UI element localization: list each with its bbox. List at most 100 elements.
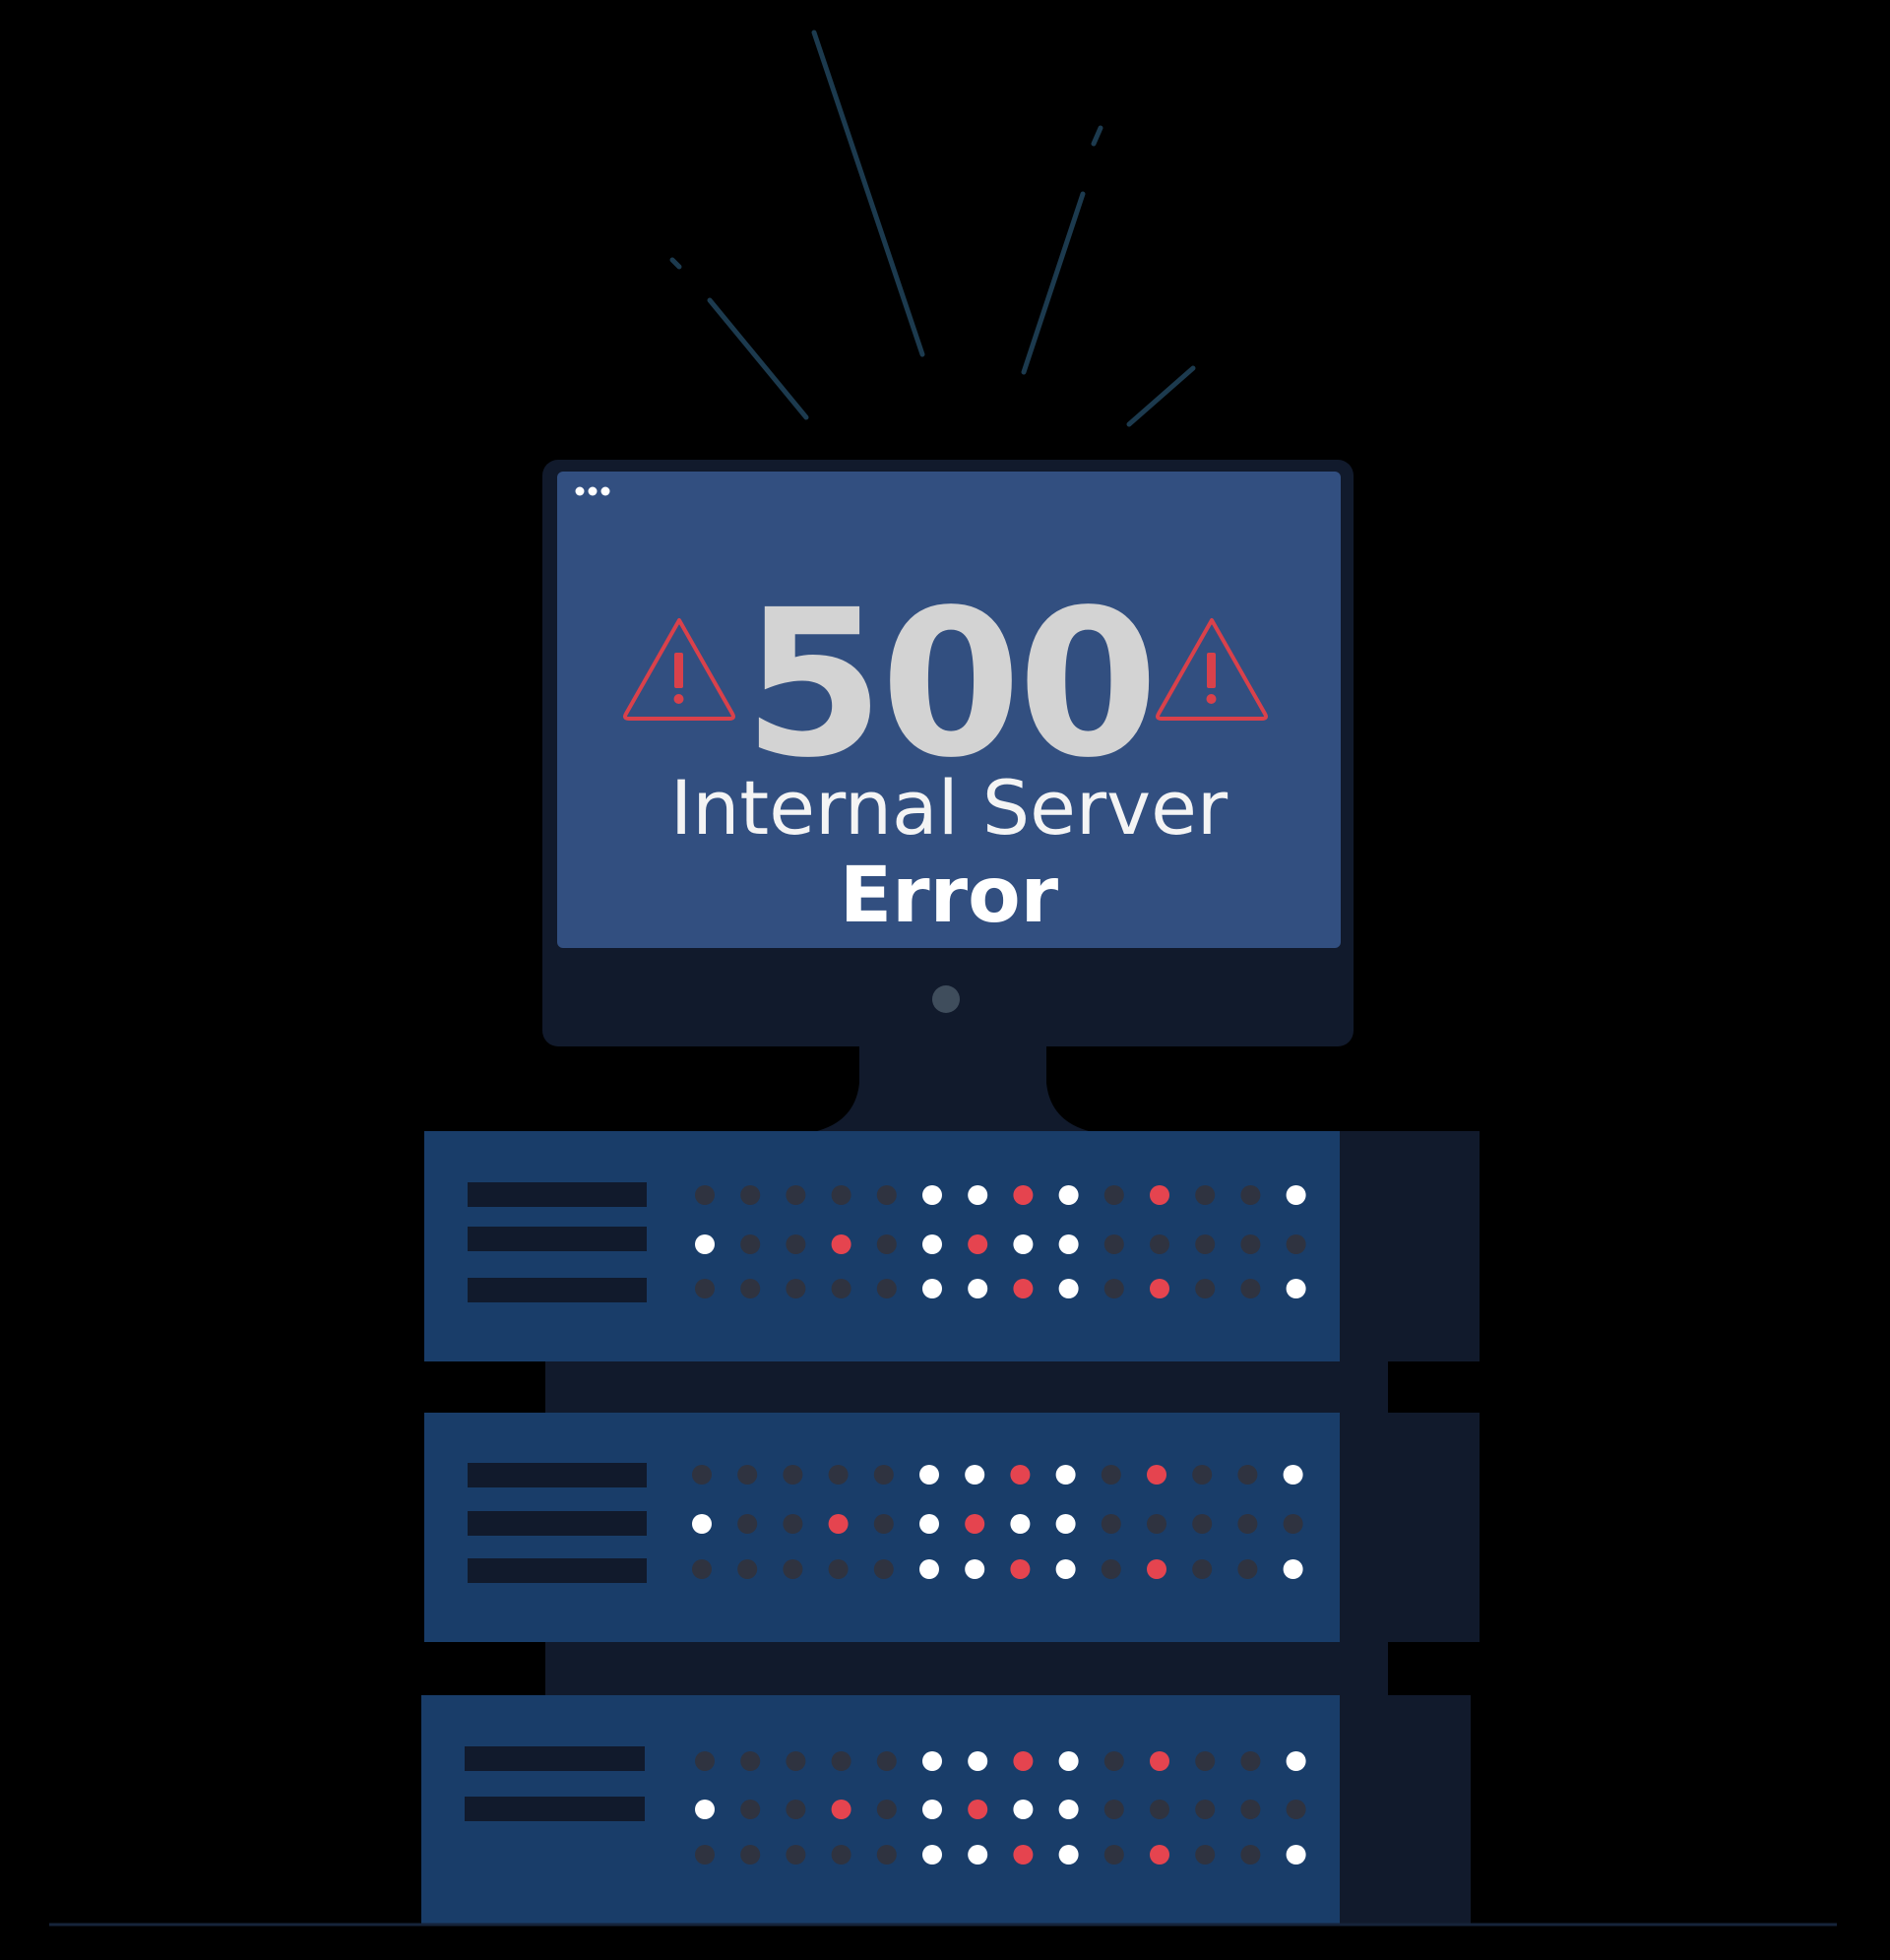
status-led: [876, 1279, 897, 1298]
server-side-panel: [1339, 1413, 1480, 1642]
status-led: [695, 1845, 715, 1865]
status-led: [922, 1845, 942, 1865]
status-led: [786, 1185, 806, 1205]
status-led: [831, 1845, 851, 1865]
status-led: [740, 1185, 761, 1205]
status-led: [968, 1800, 988, 1819]
status-led: [1058, 1751, 1079, 1771]
status-led: [1013, 1185, 1034, 1205]
drive-slot: [465, 1797, 645, 1821]
status-led: [922, 1185, 942, 1205]
status-led: [1286, 1279, 1306, 1298]
status-led: [1195, 1751, 1216, 1771]
status-led: [695, 1234, 715, 1254]
status-led: [922, 1751, 942, 1771]
status-led: [783, 1465, 803, 1485]
status-led: [1010, 1559, 1031, 1579]
error-subtitle: Error: [839, 852, 1059, 940]
status-led: [1055, 1514, 1076, 1534]
status-led: [1101, 1465, 1121, 1485]
status-led: [1147, 1514, 1166, 1534]
monitor-screen-bg: [557, 472, 1341, 948]
status-led: [1103, 1845, 1124, 1865]
status-led: [1240, 1751, 1261, 1771]
status-led: [695, 1751, 715, 1771]
drive-slot: [468, 1463, 647, 1487]
status-led: [1195, 1185, 1216, 1205]
status-led: [695, 1800, 715, 1819]
status-led: [1150, 1279, 1169, 1298]
status-led: [968, 1234, 988, 1254]
server-spacer: [545, 1361, 1388, 1413]
status-led: [1058, 1185, 1079, 1205]
status-led: [737, 1559, 758, 1579]
status-led: [968, 1185, 988, 1205]
status-led: [876, 1234, 897, 1254]
status-led: [919, 1514, 939, 1534]
status-led: [919, 1465, 939, 1485]
status-led: [1237, 1559, 1258, 1579]
led-grid: [695, 1185, 1306, 1298]
status-led: [1058, 1234, 1079, 1254]
status-led: [968, 1751, 988, 1771]
status-led: [1195, 1845, 1216, 1865]
status-led: [783, 1514, 803, 1534]
status-led: [1013, 1845, 1034, 1865]
burst-line: [669, 257, 682, 270]
status-led: [1195, 1234, 1216, 1254]
status-led: [831, 1279, 851, 1298]
status-led: [1286, 1800, 1306, 1819]
status-led: [922, 1800, 942, 1819]
status-led: [828, 1465, 849, 1485]
status-led: [1237, 1465, 1258, 1485]
drive-slot: [468, 1278, 647, 1302]
status-led: [1286, 1845, 1306, 1865]
status-led: [737, 1514, 758, 1534]
status-led: [1150, 1185, 1169, 1205]
burst-line: [707, 297, 809, 420]
status-led: [740, 1800, 761, 1819]
status-led: [1010, 1514, 1031, 1534]
status-led: [873, 1465, 894, 1485]
status-led: [695, 1279, 715, 1298]
status-led: [919, 1559, 939, 1579]
status-led: [1150, 1800, 1169, 1819]
status-led: [828, 1559, 849, 1579]
status-led: [1240, 1185, 1261, 1205]
warning-triangle-icon: [1156, 618, 1268, 721]
status-led: [1286, 1751, 1306, 1771]
power-button-icon: [932, 985, 960, 1013]
server-unit: [421, 1695, 1471, 1925]
status-led: [1058, 1845, 1079, 1865]
status-led: [1055, 1559, 1076, 1579]
status-led: [1058, 1279, 1079, 1298]
status-led: [786, 1845, 806, 1865]
burst-line: [811, 30, 925, 357]
status-led: [965, 1514, 985, 1534]
status-led: [831, 1234, 851, 1254]
status-led: [1147, 1465, 1166, 1485]
status-led: [692, 1559, 712, 1579]
window-dots-icon: [575, 486, 610, 496]
status-led: [1013, 1751, 1034, 1771]
burst-line: [1126, 365, 1196, 427]
burst-line: [1091, 125, 1103, 147]
status-led: [692, 1514, 712, 1534]
status-led: [876, 1845, 897, 1865]
status-led: [1283, 1514, 1303, 1534]
status-led: [831, 1751, 851, 1771]
status-led: [1240, 1234, 1261, 1254]
led-grid: [692, 1465, 1303, 1579]
status-led: [876, 1800, 897, 1819]
status-led: [1286, 1234, 1306, 1254]
status-led: [1195, 1800, 1216, 1819]
status-led: [1192, 1514, 1213, 1534]
status-led: [1240, 1845, 1261, 1865]
status-led: [831, 1185, 851, 1205]
status-led: [740, 1845, 761, 1865]
drive-slot: [468, 1182, 647, 1207]
status-led: [1150, 1751, 1169, 1771]
status-led: [1103, 1185, 1124, 1205]
